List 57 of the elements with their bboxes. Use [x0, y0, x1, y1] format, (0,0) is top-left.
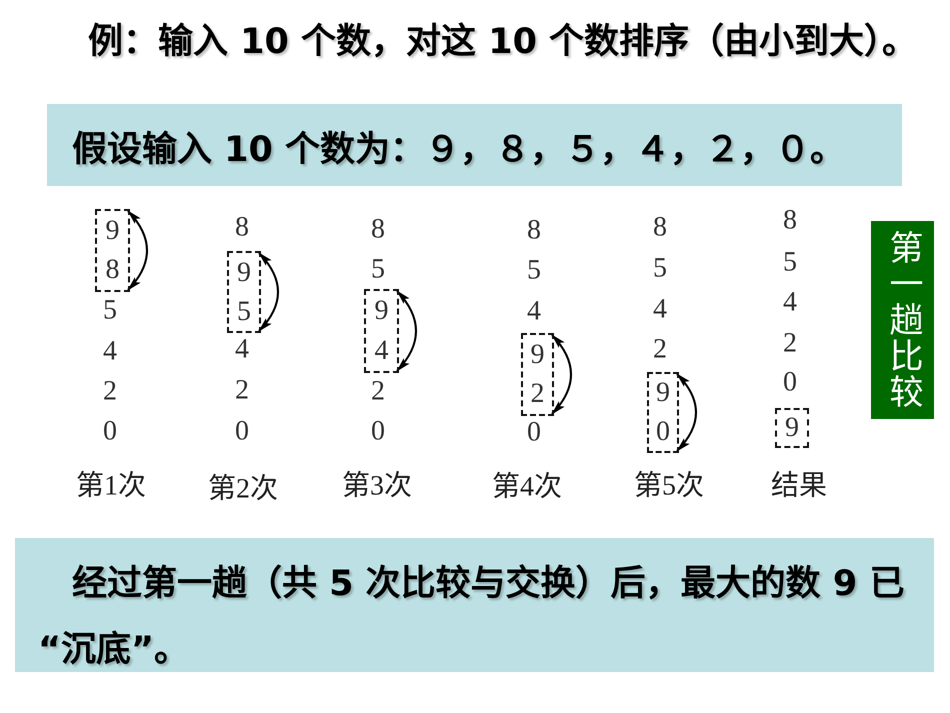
number: 8 [371, 214, 385, 246]
number: 2 [235, 376, 249, 406]
number: 2 [653, 334, 667, 366]
number: 4 [103, 336, 117, 368]
number: 0 [783, 368, 797, 398]
swap-arrow [258, 252, 279, 332]
number: 0 [649, 412, 677, 451]
number: 9 [649, 374, 677, 412]
step-caption: 第2次 [208, 474, 278, 506]
text-panel [47, 104, 902, 186]
number: 9 [229, 253, 259, 292]
number: 8 [653, 212, 667, 244]
number: 8 [527, 216, 541, 246]
number: 4 [527, 296, 541, 328]
swap-arrow [127, 210, 148, 291]
number: 9 [366, 291, 397, 331]
number: 9 [97, 211, 128, 250]
number: 0 [235, 416, 249, 448]
swap-arrow [396, 290, 417, 372]
number: 8 [97, 250, 128, 290]
dashed-frame [227, 251, 261, 333]
swap-arrow [676, 373, 697, 452]
dashed-frame [647, 372, 679, 453]
number: 2 [103, 376, 117, 408]
number: 0 [103, 416, 117, 448]
title: 例：输入 10 个数，对这 10 个数排序（由小到大）。 [88, 21, 918, 63]
number: 5 [783, 248, 797, 278]
panel-text: 假设输入 10 个数为：９，８，５，４，２，０。 [72, 128, 846, 170]
number: 5 [103, 296, 117, 326]
step-caption: 第1次 [76, 472, 146, 502]
swap-arrow [551, 334, 572, 415]
dashed-frame [95, 209, 130, 292]
number: 4 [366, 331, 397, 371]
number: 8 [783, 206, 797, 236]
text-panel: 经过第一趟（共 5 次比较与交换）后，最大的数 9 已“沉底”。 [15, 538, 934, 672]
number: 5 [371, 254, 385, 286]
step-caption: 第4次 [492, 472, 562, 504]
number: 5 [527, 256, 541, 286]
number: 2 [523, 374, 552, 414]
number: 0 [371, 416, 385, 448]
number: 4 [235, 334, 249, 366]
number: 4 [653, 294, 667, 326]
number: 0 [527, 418, 541, 448]
side-tab: 第一趟比较 [871, 221, 934, 419]
number: 5 [229, 292, 259, 331]
step-caption: 第3次 [342, 472, 412, 502]
number: 4 [783, 288, 797, 318]
dashed-frame [521, 333, 554, 416]
number: 8 [235, 212, 249, 244]
framed-number: 9 [775, 408, 809, 448]
dashed-frame [364, 289, 399, 373]
number: 2 [783, 328, 797, 360]
number: 5 [653, 254, 667, 284]
number: 9 [523, 335, 552, 374]
step-caption: 结果 [771, 472, 827, 502]
number: 2 [371, 376, 385, 408]
step-caption: 第5次 [634, 472, 704, 502]
